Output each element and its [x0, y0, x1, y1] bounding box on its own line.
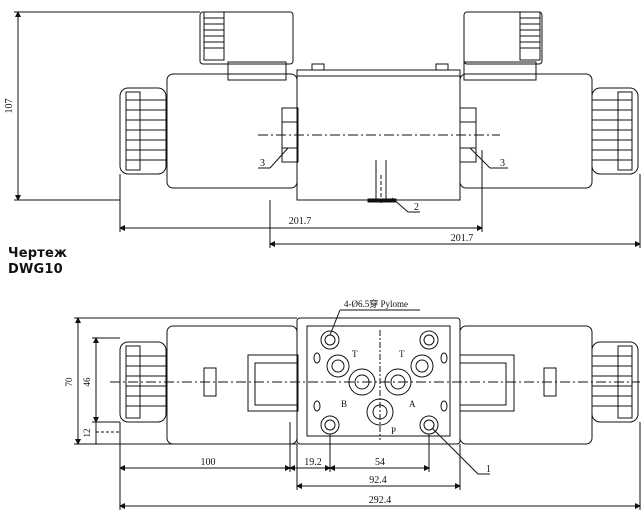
callout-right-3: 3: [500, 158, 505, 169]
dim-46: 46: [82, 377, 92, 387]
dim-12: 12: [82, 429, 92, 438]
dim-70: 70: [64, 377, 74, 387]
dim-201-7-left: 201.7: [289, 216, 312, 227]
right-manual-override: [591, 87, 639, 175]
top-view: [74, 309, 641, 510]
top-valve-body: [296, 317, 461, 445]
dim-height-107: 107: [4, 99, 15, 114]
left-connector: [199, 11, 294, 81]
dim-201-7-right: 201.7: [451, 233, 474, 244]
left-solenoid-housing: [166, 73, 298, 189]
dim-92-4: 92.4: [369, 475, 387, 486]
dim-100: 100: [201, 457, 216, 468]
port-label-t-right: T: [399, 349, 405, 359]
port-label-p: P: [391, 426, 396, 436]
callout-1: 1: [486, 464, 491, 475]
callout-left-3: 3: [260, 158, 265, 169]
dim-54: 54: [375, 457, 385, 468]
port-label-t-left: T: [352, 349, 358, 359]
side-view: [14, 11, 641, 248]
right-solenoid-housing: [459, 73, 593, 189]
drawing-heading-line2: DWG10: [8, 262, 63, 277]
callout-2: 2: [414, 202, 419, 213]
hole-note: 4-Ø6.5穿 Pylome: [344, 298, 408, 309]
port-label-a: A: [409, 399, 416, 409]
dim-292-4: 292.4: [369, 495, 392, 506]
top-left-solenoid: [166, 325, 298, 445]
port-label-b: B: [341, 399, 347, 409]
drawing-heading-line1: Чертеж: [8, 246, 68, 261]
top-right-solenoid: [459, 325, 593, 445]
right-connector: [463, 11, 543, 81]
left-manual-override: [119, 87, 167, 175]
dim-19-2: 19.2: [304, 457, 322, 468]
